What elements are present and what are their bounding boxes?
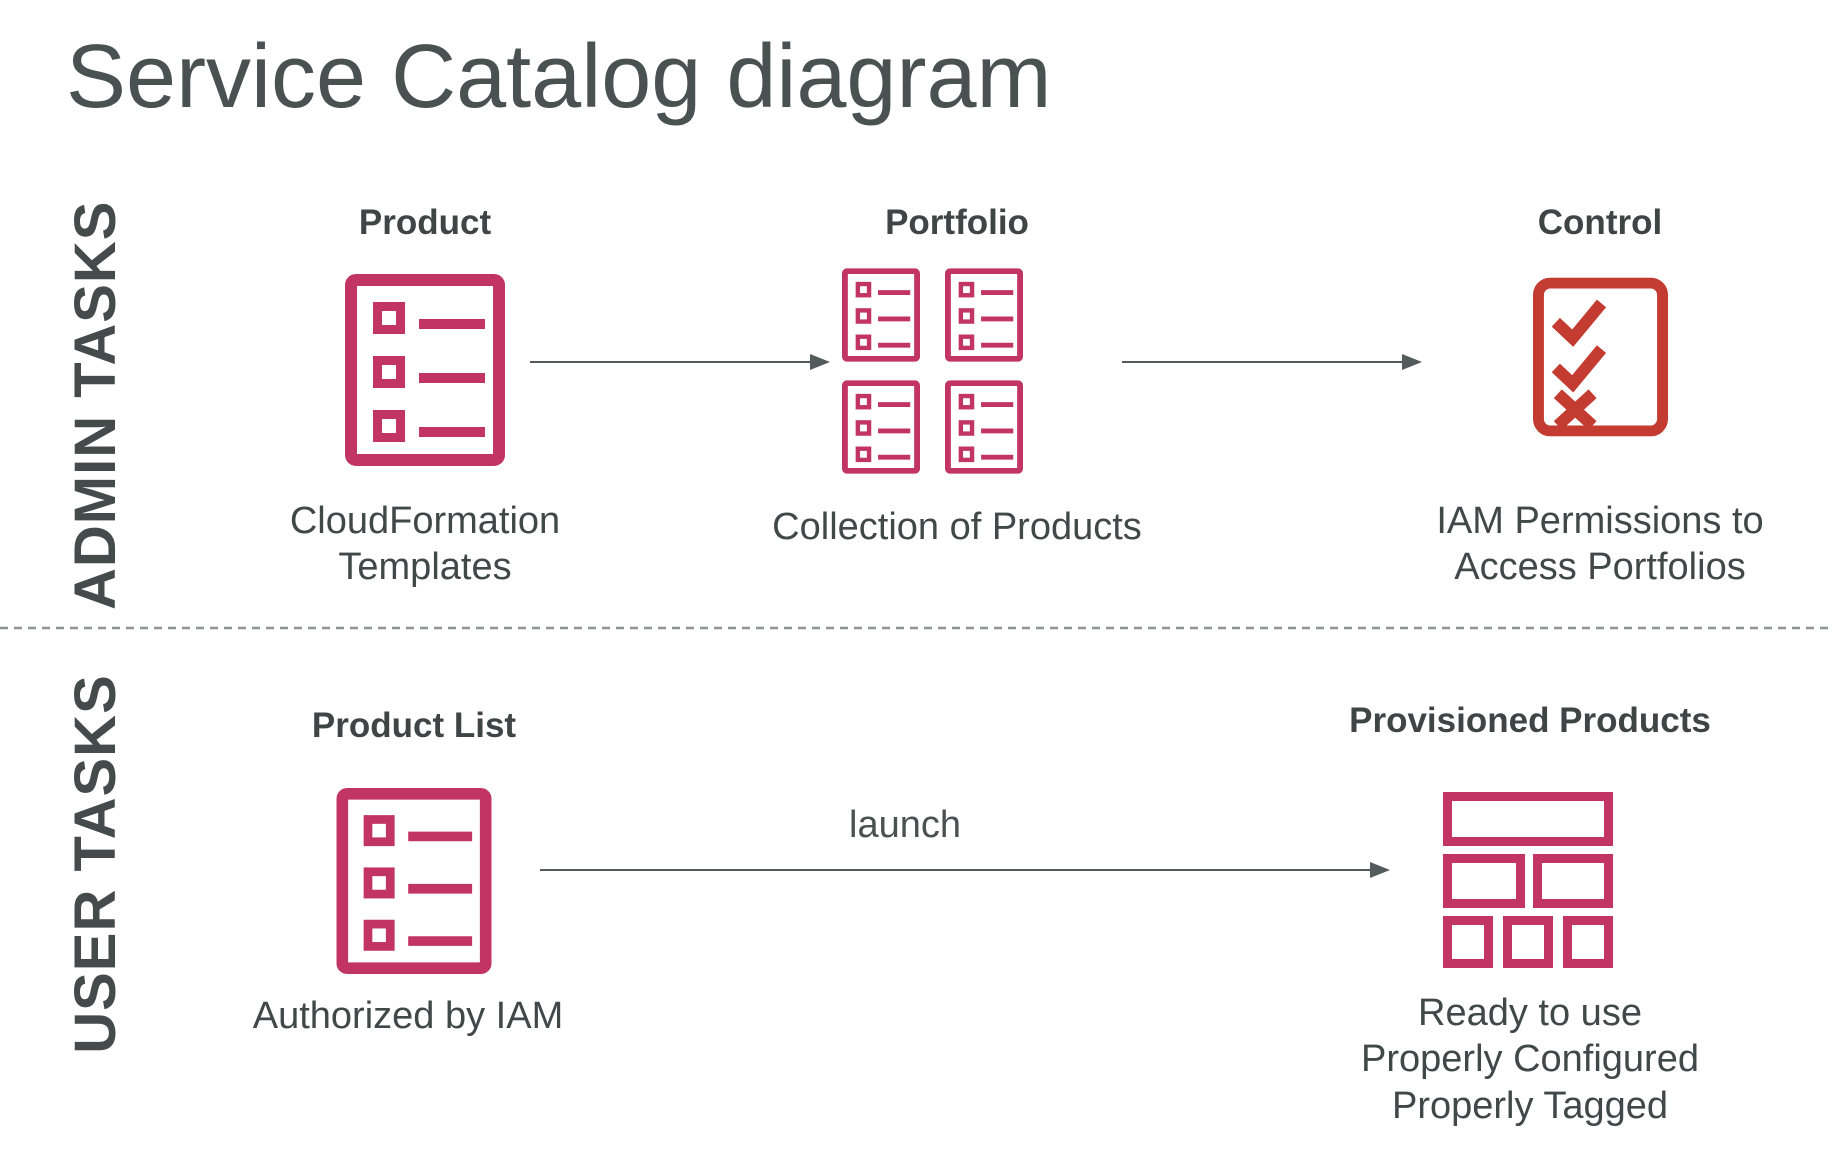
launch-arrow-label: launch <box>849 804 961 846</box>
portfolio-list-icon <box>842 268 920 362</box>
product-list-icon <box>333 788 495 974</box>
product-heading: Product <box>358 203 492 242</box>
product-list-icon <box>345 272 505 468</box>
control-caption: IAM Permissions to Access Portfolios <box>1436 500 1764 589</box>
control-heading: Control <box>1537 203 1663 242</box>
product-list-caption: Authorized by IAM <box>252 995 564 1037</box>
portfolio-list-icon <box>945 268 1023 362</box>
arrow-portfolio-to-control <box>1122 354 1422 370</box>
portfolio-list-icon <box>842 380 920 474</box>
provisioned-products-heading: Provisioned Products <box>1349 701 1711 740</box>
portfolio-list-icon <box>945 380 1023 474</box>
admin-tasks-row-label: ADMIN TASKS <box>63 200 128 610</box>
arrow-product-to-portfolio <box>530 354 830 370</box>
arrow-launch <box>540 862 1390 878</box>
portfolio-caption: Collection of Products <box>772 506 1142 548</box>
provisioned-products-caption: Ready to use Properly Configured Properl… <box>1361 992 1699 1127</box>
page-title: Service Catalog diagram <box>66 27 1052 127</box>
stacked-blocks-icon <box>1443 792 1613 968</box>
product-list-heading: Product List <box>311 706 517 745</box>
portfolio-heading: Portfolio <box>885 203 1029 242</box>
checklist-icon <box>1533 277 1668 437</box>
user-tasks-row-label: USER TASKS <box>63 674 128 1054</box>
portfolio-grid-icon <box>842 268 1023 474</box>
product-caption: CloudFormation Templates <box>289 500 561 589</box>
